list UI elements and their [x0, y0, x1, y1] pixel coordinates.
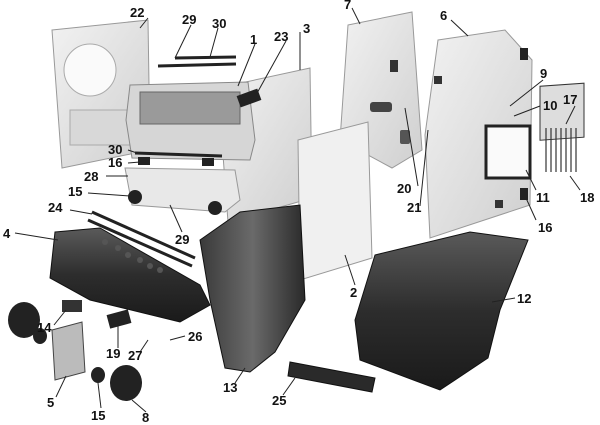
part-16-clips — [138, 157, 214, 166]
callout-17: 17 — [563, 92, 577, 107]
callout-10: 10 — [543, 98, 557, 113]
callout-8: 8 — [142, 410, 149, 425]
callout-15-bottom: 15 — [91, 408, 105, 423]
part-4-front-bumper — [49, 227, 211, 323]
callout-15-top: 15 — [68, 184, 82, 199]
callout-16-right: 16 — [538, 220, 552, 235]
callout-3: 3 — [303, 21, 310, 36]
callout-23: 23 — [274, 29, 288, 44]
callout-1: 1 — [250, 32, 257, 47]
callout-16-left: 16 — [108, 155, 122, 170]
callout-22: 22 — [130, 5, 144, 20]
callout-11: 11 — [536, 190, 550, 205]
callout-26: 26 — [188, 329, 202, 344]
part-6-large-door — [424, 29, 533, 239]
callout-29-lower: 29 — [175, 232, 189, 247]
callout-28: 28 — [84, 169, 98, 184]
part-17-grille — [539, 82, 585, 172]
part-5-plate — [51, 321, 86, 381]
part-12-right-body — [354, 231, 529, 391]
part-24-strips — [87, 210, 196, 268]
part-8-right-light — [91, 365, 142, 401]
callout-29-top: 29 — [182, 12, 196, 27]
fasteners — [102, 239, 163, 273]
callout-20: 20 — [397, 181, 411, 196]
callout-12: 12 — [517, 291, 531, 306]
callout-21: 21 — [407, 200, 421, 215]
callout-14: 14 — [37, 320, 52, 335]
callout-2: 2 — [350, 285, 357, 300]
callout-24: 24 — [48, 200, 63, 215]
callout-5: 5 — [47, 395, 54, 410]
leader-lines — [14, 7, 581, 413]
part-1-upper-cowl — [125, 81, 256, 161]
callout-6: 6 — [440, 8, 447, 23]
callout-30-top: 30 — [212, 16, 226, 31]
part-14-left-light — [8, 300, 82, 344]
callout-4: 4 — [3, 226, 11, 241]
callout-13: 13 — [223, 380, 237, 395]
callout-30-lower: 30 — [108, 142, 122, 157]
part-22-rear-panel — [51, 19, 151, 169]
part-19-bracket — [106, 309, 132, 329]
part-13-tank — [199, 204, 306, 373]
part-2-panel — [297, 121, 373, 281]
part-25-bar — [287, 361, 376, 393]
callout-labels: 22 29 30 1 23 3 7 6 9 10 17 30 16 15 28 … — [3, 0, 594, 425]
part-28-lower-cowl — [124, 167, 241, 215]
callout-19: 19 — [106, 346, 120, 361]
part-23-bracket — [236, 88, 262, 108]
part-30-lower-strip — [134, 151, 223, 158]
callout-9: 9 — [540, 66, 547, 81]
callout-25: 25 — [272, 393, 286, 408]
callout-7: 7 — [344, 0, 351, 12]
parts-29-30-top-strips — [157, 55, 237, 68]
callout-27: 27 — [128, 348, 142, 363]
callout-18: 18 — [580, 190, 594, 205]
